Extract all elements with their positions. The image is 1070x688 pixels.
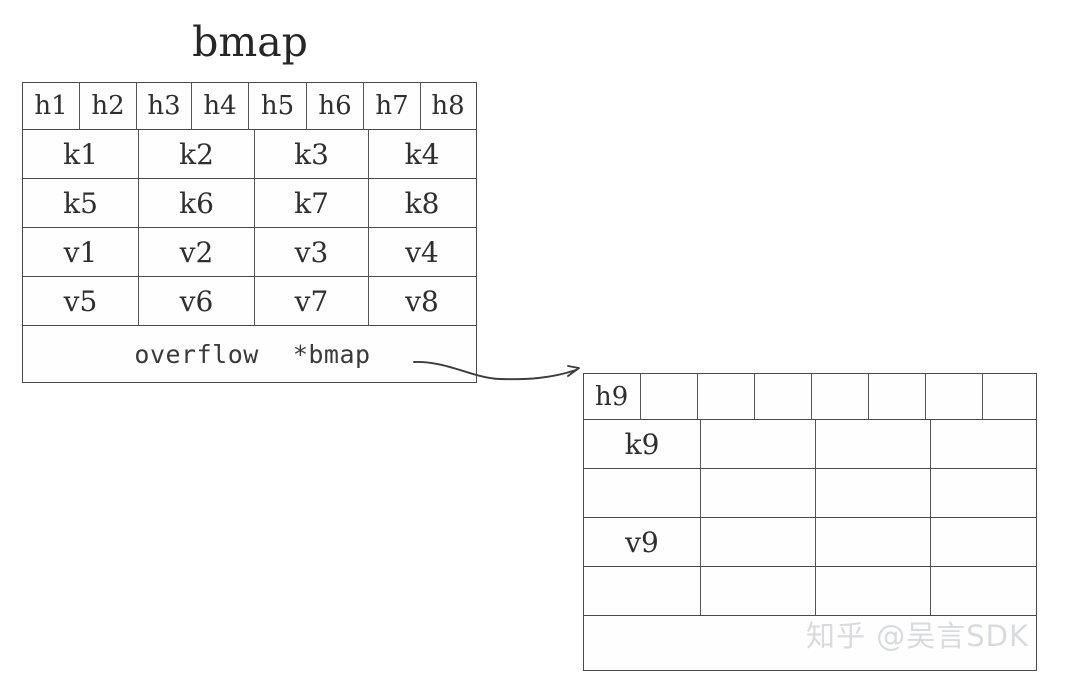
value-cell-6: v6 xyxy=(139,277,255,325)
value-cell-8 xyxy=(931,567,1035,615)
overflow-field-label: overflow xyxy=(134,339,259,369)
tophash-cell-4: h4 xyxy=(192,83,249,129)
key-cell-1: k9 xyxy=(584,420,701,468)
key-cell-3: k3 xyxy=(255,130,369,178)
watermark: 知乎 @吴言SDK xyxy=(806,619,1029,653)
value-cell-5 xyxy=(584,567,701,615)
key-cell-3 xyxy=(816,420,931,468)
value-cell-3: v3 xyxy=(255,228,369,276)
key-cell-2 xyxy=(701,420,816,468)
value-cell-2 xyxy=(701,518,816,566)
key-cell-5 xyxy=(584,469,701,517)
keys-row-1: k9 xyxy=(584,419,1036,468)
tophash-cell-3 xyxy=(698,374,755,419)
key-cell-6: k6 xyxy=(139,179,255,227)
key-cell-2: k2 xyxy=(139,130,255,178)
key-cell-1: k1 xyxy=(23,130,139,178)
values-row-1: v1 v2 v3 v4 xyxy=(23,227,476,276)
tophash-row: h1 h2 h3 h4 h5 h6 h7 h8 xyxy=(23,83,476,129)
key-cell-4: k4 xyxy=(404,137,440,171)
values-row-1: v9 xyxy=(584,517,1036,566)
value-cell-1: v9 xyxy=(584,518,701,566)
key-cell-8: k8 xyxy=(404,186,440,220)
value-cell-5: v5 xyxy=(23,277,139,325)
value-cell-4: v4 xyxy=(405,235,439,269)
page-title: bmap xyxy=(192,18,308,66)
value-cell-2: v2 xyxy=(139,228,255,276)
overflow-bmap-bucket-table: h9 k9 v9 xyxy=(583,373,1037,671)
key-cell-5: k5 xyxy=(23,179,139,227)
tophash-cell-1: h1 xyxy=(23,83,80,129)
tophash-cell-6 xyxy=(869,374,926,419)
key-cell-7: k7 xyxy=(255,179,369,227)
overflow-pointer-row xyxy=(584,615,1036,671)
tophash-cell-2: h2 xyxy=(80,83,137,129)
tophash-row: h9 xyxy=(584,374,1036,419)
values-row-2 xyxy=(584,566,1036,615)
tophash-cell-5 xyxy=(812,374,869,419)
key-cell-4 xyxy=(931,420,1035,468)
value-cell-1: v1 xyxy=(23,228,139,276)
key-cell-8 xyxy=(931,469,1035,517)
keys-row-2: k5 k6 k7 k8 xyxy=(23,178,476,227)
tophash-cell-4 xyxy=(755,374,812,419)
value-cell-8: v8 xyxy=(405,284,439,318)
keys-row-1: k1 k2 k3 k4 xyxy=(23,129,476,178)
keys-row-2 xyxy=(584,468,1036,517)
value-cell-7: v7 xyxy=(255,277,369,325)
tophash-cell-7: h7 xyxy=(364,83,421,129)
value-cell-7 xyxy=(816,567,931,615)
key-cell-7 xyxy=(816,469,931,517)
value-cell-3 xyxy=(816,518,931,566)
tophash-cell-2 xyxy=(641,374,698,419)
overflow-type-label: *bmap xyxy=(292,339,371,369)
values-row-2: v5 v6 v7 v8 xyxy=(23,276,476,325)
key-cell-6 xyxy=(701,469,816,517)
value-cell-4 xyxy=(931,518,1035,566)
tophash-cell-7 xyxy=(926,374,983,419)
value-cell-6 xyxy=(701,567,816,615)
overflow-pointer-row: overflow *bmap xyxy=(23,325,476,382)
tophash-cell-5: h5 xyxy=(249,83,307,129)
tophash-cell-3: h3 xyxy=(137,83,192,129)
bmap-bucket-table: h1 h2 h3 h4 h5 h6 h7 h8 k1 k2 k3 k4 k5 k… xyxy=(22,82,477,383)
tophash-cell-8: h8 xyxy=(431,91,465,121)
tophash-cell-1: h9 xyxy=(584,374,641,419)
tophash-cell-6: h6 xyxy=(307,83,364,129)
tophash-cell-8 xyxy=(983,374,1035,419)
